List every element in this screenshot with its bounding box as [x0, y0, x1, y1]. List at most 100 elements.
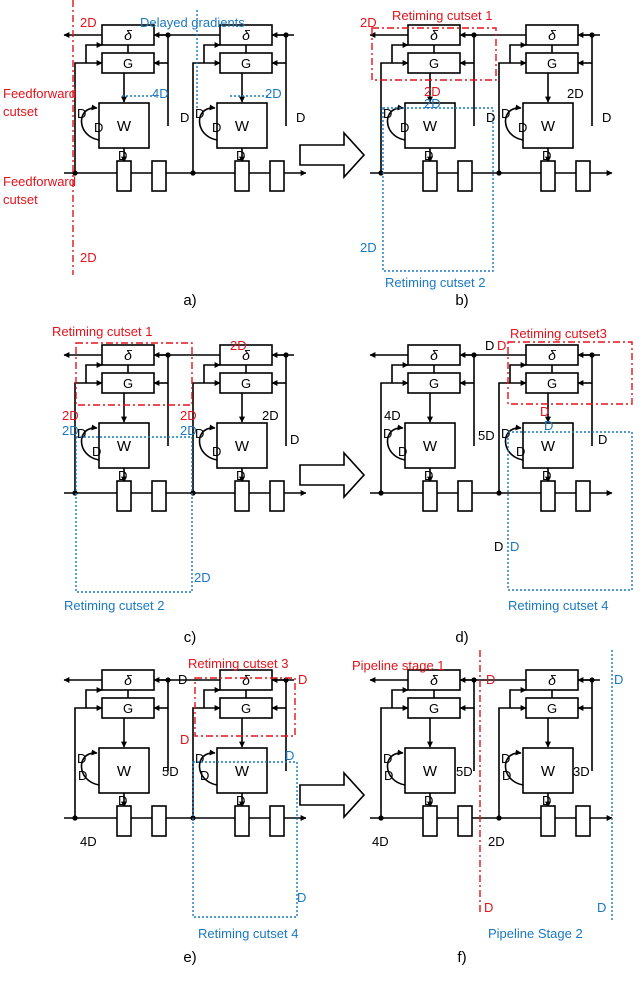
junction-dot	[496, 170, 502, 176]
register-1	[422, 480, 438, 512]
register-1	[540, 805, 556, 837]
transform-arrow	[299, 450, 366, 500]
input-wire	[380, 705, 409, 818]
delay-label: D	[494, 539, 503, 554]
g-label: G	[429, 701, 439, 716]
cutset-label: cutset	[3, 104, 38, 119]
register-2	[151, 160, 167, 192]
register-2	[575, 480, 591, 512]
delay-label: 4D	[384, 408, 401, 423]
cutset-label: Retiming cutset 3	[188, 656, 288, 671]
panel-caption: c)	[184, 629, 197, 646]
register-2	[269, 480, 285, 512]
delay-label: D	[180, 732, 189, 747]
feedback-wire	[271, 32, 287, 126]
w-self-loop	[504, 424, 524, 461]
delay-label: D	[502, 768, 511, 783]
w-self-loop	[386, 104, 406, 141]
delta-label: δ	[242, 27, 250, 43]
w-out-delay: D	[424, 148, 433, 163]
w-label: W	[541, 763, 556, 780]
w-out-delay: D	[542, 793, 551, 808]
w-out-delay: D	[424, 793, 433, 808]
w-self-loop	[80, 749, 100, 786]
input-wire	[74, 60, 103, 173]
self-loop-delay: D	[383, 751, 392, 766]
retiming-cutset-3-box	[194, 677, 296, 737]
w-out-delay: D	[118, 468, 127, 483]
register-2	[457, 805, 473, 837]
delta-label: δ	[124, 27, 132, 43]
input-wire	[391, 42, 409, 63]
delay-label: D	[540, 404, 549, 419]
delay-label: D	[510, 539, 519, 554]
delay-label: D	[486, 672, 495, 687]
register-1	[422, 805, 438, 837]
retiming-cutset-4-box	[507, 431, 633, 591]
delay-label: 2D	[80, 15, 97, 30]
input-wire	[85, 362, 103, 383]
input-wire	[380, 380, 409, 493]
junction-dot	[72, 815, 78, 821]
delay-label: D	[598, 432, 607, 447]
retiming-cutset-2-box	[382, 107, 494, 272]
self-loop-delay: D	[501, 106, 510, 121]
junction-dot	[378, 815, 384, 821]
delay-label: 2D	[80, 250, 97, 265]
g-label: G	[429, 56, 439, 71]
delay-label: 2D	[262, 408, 279, 423]
delay-label: D	[180, 110, 189, 125]
register-1	[234, 160, 250, 192]
delay-label: D	[200, 768, 209, 783]
delay-label: D	[486, 110, 495, 125]
delay-label: D	[212, 120, 221, 135]
w-label: W	[117, 763, 132, 780]
cutset-label: Retiming cutset3	[510, 326, 607, 341]
junction-dot	[471, 352, 477, 358]
self-loop-delay: D	[195, 751, 204, 766]
w-out-delay: D	[236, 148, 245, 163]
g-label: G	[429, 376, 439, 391]
junction-dot	[190, 170, 196, 176]
w-out-delay: D	[236, 793, 245, 808]
g-label: G	[547, 56, 557, 71]
delay-label: 4D	[372, 834, 389, 849]
register-2	[457, 160, 473, 192]
retiming-cutset-3-box	[507, 341, 633, 405]
delay-label: 2D	[488, 834, 505, 849]
register-2	[575, 805, 591, 837]
w-label: W	[423, 118, 438, 135]
w-label: W	[541, 438, 556, 455]
w-label: W	[423, 763, 438, 780]
w-out-delay: D	[118, 793, 127, 808]
cutset-label: Retiming cutset 2	[64, 598, 164, 613]
junction-dot	[165, 32, 171, 38]
input-wire	[85, 687, 103, 708]
delay-label: D	[285, 748, 294, 763]
w-block	[404, 102, 456, 149]
feedback-wire	[577, 32, 593, 126]
cutset-label: Delayed gradients	[140, 15, 245, 30]
feedback-wire	[459, 677, 475, 771]
register-1	[116, 480, 132, 512]
register-2	[575, 160, 591, 192]
self-loop-delay: D	[77, 426, 86, 441]
delay-label: 2D	[424, 84, 441, 99]
delta-label: δ	[124, 672, 132, 688]
junction-dot	[165, 677, 171, 683]
panel-caption: e)	[183, 949, 196, 966]
transform-arrows	[299, 130, 366, 820]
retiming-cutset-1-box	[371, 27, 497, 81]
g-label: G	[241, 701, 251, 716]
input-wire	[85, 42, 103, 63]
cutset-label: Retiming cutset 1	[392, 8, 492, 23]
w-self-loop	[504, 749, 524, 786]
register-1	[540, 160, 556, 192]
w-self-loop	[198, 424, 218, 461]
delay-label: 2D	[567, 86, 584, 101]
input-wire	[391, 687, 409, 708]
w-label: W	[235, 763, 250, 780]
